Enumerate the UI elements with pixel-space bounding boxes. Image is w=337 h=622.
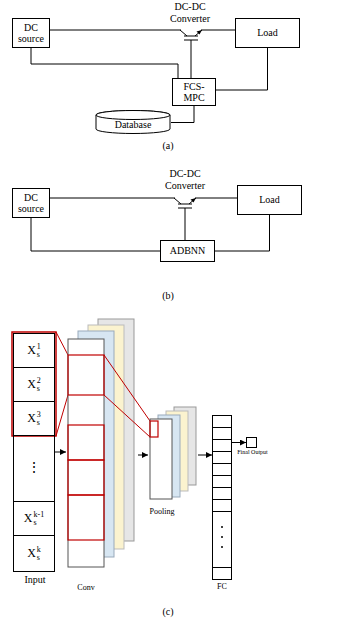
symbol-letter: X	[27, 344, 36, 358]
layer-label: Final Output	[235, 449, 271, 456]
box-label: ADBNN	[170, 245, 206, 257]
highlight-line	[56, 332, 68, 436]
connector-line	[138, 455, 148, 456]
input-cell: X3s	[14, 402, 54, 436]
layer-label: FC	[217, 582, 227, 591]
symbol-letter: X	[27, 378, 36, 392]
connector-line	[216, 48, 268, 90]
controller-box: ADBNN	[160, 240, 215, 262]
connector-line	[171, 106, 194, 123]
drawing-part	[213, 416, 232, 580]
drawing-part	[96, 111, 170, 120]
connector-line	[232, 442, 246, 443]
box-label: Load	[259, 194, 280, 206]
connector-line	[50, 198, 237, 199]
superscript-index: k	[37, 546, 41, 554]
conv-drawing	[66, 315, 138, 575]
box-label: ⋮	[27, 460, 41, 476]
drawing-part	[150, 421, 158, 437]
input-column: InputX1sX2sX3s⋮Xk-1sXks	[13, 333, 55, 572]
subscript-index: s	[37, 351, 41, 359]
drawing-part	[96, 111, 170, 120]
drawing-part	[68, 460, 104, 495]
connector-line	[198, 455, 212, 456]
input-cell: Xk-1s	[14, 502, 54, 536]
load-box: Load	[237, 185, 302, 215]
subscript-index: s	[37, 554, 41, 562]
transistor-symbol	[174, 198, 196, 240]
connector-line	[31, 218, 160, 251]
caption-label: (c)	[148, 606, 188, 618]
conv-layer-stack: Conv	[66, 315, 138, 575]
drawing-part	[221, 546, 223, 548]
superscript-index: 3	[37, 411, 41, 419]
symbol-letter: X	[24, 512, 33, 526]
layer-label: Conv	[77, 583, 94, 592]
subscript-index: s	[37, 419, 41, 427]
connector-line	[50, 30, 235, 31]
input-cell: X1s	[14, 334, 54, 368]
controller-box: FCS-MPC	[172, 78, 216, 106]
index-stack: k-1s	[34, 511, 45, 527]
source-box: DC source	[12, 18, 50, 48]
pooling-layer-stack: Pooling	[148, 405, 198, 505]
drawing-part	[68, 339, 104, 567]
box-label: Load	[257, 27, 278, 39]
caption-label: DC-DC Converter	[155, 168, 215, 191]
superscript-index: k-1	[34, 511, 45, 519]
symbol-letter: X	[27, 547, 36, 561]
database-cylinder: Database	[95, 110, 171, 135]
input-cell: X2s	[14, 368, 54, 402]
subscript-index: s	[34, 519, 45, 527]
drawing-part	[68, 355, 104, 395]
connector-line	[31, 48, 178, 78]
symbol-letter: X	[27, 412, 36, 426]
index-stack: 2s	[37, 377, 41, 393]
subscript-index: s	[37, 385, 41, 393]
drawing-part	[221, 526, 223, 528]
drawing-part	[150, 419, 172, 499]
box-label: DC source	[15, 22, 47, 45]
drawing-part	[104, 355, 150, 437]
output-square: Final Output	[246, 437, 257, 448]
drawing-part	[68, 425, 104, 460]
emitter-arrow	[197, 30, 203, 35]
layer-label: Input	[24, 574, 45, 586]
source-box: DC source	[12, 188, 50, 218]
box-label: Database	[115, 119, 152, 131]
drawing-part	[221, 536, 223, 538]
emitter-arrow	[191, 198, 197, 203]
fc-drawing	[212, 415, 232, 580]
pool-drawing	[148, 405, 198, 505]
drawing-part	[212, 428, 232, 568]
drawing-part	[68, 495, 104, 540]
box-label: DC source	[15, 192, 47, 215]
superscript-index: 1	[37, 343, 41, 351]
superscript-index: 2	[37, 377, 41, 385]
caption-label: DC-DC Converter	[160, 1, 220, 24]
layer-label: Pooling	[150, 507, 175, 516]
caption-label: (b)	[148, 290, 188, 302]
input-cell: ⋮	[14, 436, 54, 502]
highlight-frame	[12, 332, 56, 436]
index-stack: ks	[37, 546, 41, 562]
connector-line	[215, 215, 270, 251]
connector-line	[55, 452, 66, 453]
fc-column: FC	[212, 415, 232, 580]
transistor-symbol	[180, 30, 202, 78]
input-cell: Xks	[14, 536, 54, 571]
index-stack: 3s	[37, 411, 41, 427]
index-stack: 1s	[37, 343, 41, 359]
load-box: Load	[235, 18, 300, 48]
box-label: FCS-MPC	[175, 81, 213, 104]
caption-label: (a)	[148, 140, 188, 152]
